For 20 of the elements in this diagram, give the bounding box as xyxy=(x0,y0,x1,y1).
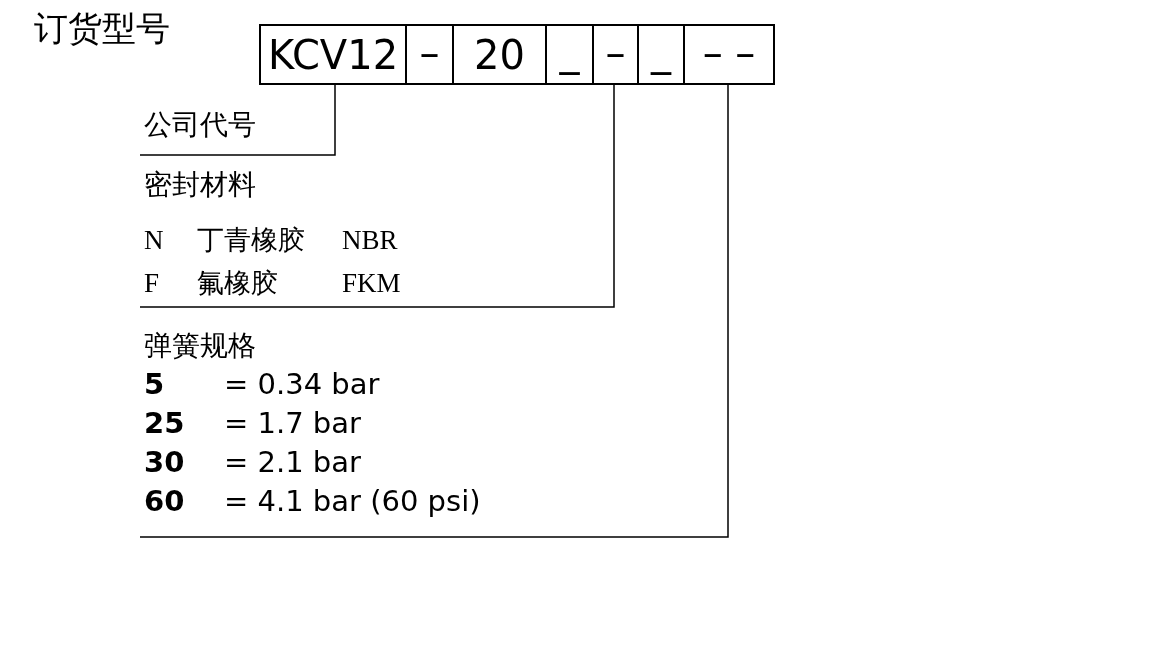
section-heading: 密封材料 xyxy=(144,168,256,202)
code-box: _ xyxy=(545,24,594,85)
leader-line xyxy=(139,84,729,538)
code-box: – xyxy=(405,24,454,85)
spring-line: 60 = 4.1 bar (60 psi) xyxy=(144,484,481,518)
code-box: – xyxy=(592,24,639,85)
spring-line: 5 = 0.34 bar xyxy=(144,367,380,401)
code-box: 20 xyxy=(452,24,547,85)
title: 订货型号 xyxy=(34,10,170,48)
option-line: N 丁青橡胶 NBR xyxy=(144,224,398,257)
spring-line: 30 = 2.1 bar xyxy=(144,445,361,479)
code-box: – – xyxy=(683,24,775,85)
section-heading: 公司代号 xyxy=(144,108,256,142)
leader-line xyxy=(139,84,615,308)
code-box: _ xyxy=(637,24,685,85)
leader-line xyxy=(139,84,336,156)
spring-line: 25 = 1.7 bar xyxy=(144,406,361,440)
code-box: KCV12 xyxy=(259,24,407,85)
section-heading: 弹簧规格 xyxy=(144,329,256,363)
option-line: F 氟橡胶 FKM xyxy=(144,267,401,300)
